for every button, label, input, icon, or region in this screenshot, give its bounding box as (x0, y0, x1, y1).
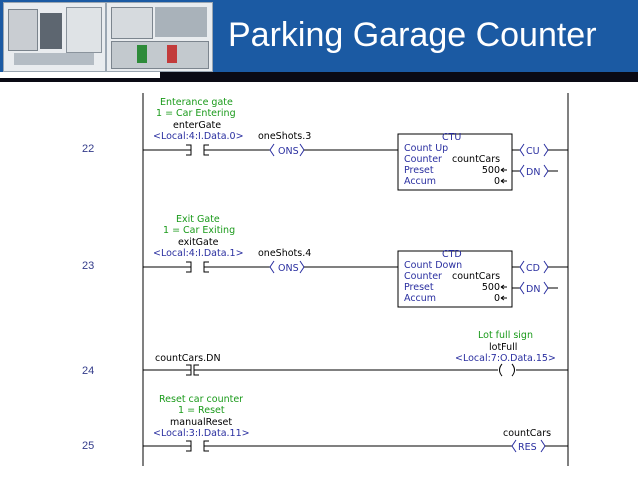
res-instruction[interactable]: RES (518, 442, 537, 453)
contact-address: <Local:3:I.Data.11> (153, 428, 250, 439)
arrow-left-icon (500, 178, 507, 184)
contact-address: <Local:4:I.Data.1> (153, 248, 244, 259)
arrow-left-icon (500, 295, 507, 301)
output-cd: CD (526, 263, 540, 274)
coil-address: <Local:7:O.Data.15> (455, 353, 556, 364)
block-name: Count Down (404, 260, 462, 271)
arrow-left-icon (500, 284, 507, 290)
counter-value[interactable]: countCars (452, 271, 500, 282)
output-coil[interactable] (511, 363, 515, 377)
output-dn: DN (526, 167, 540, 178)
ons-instruction[interactable]: ONS (278, 263, 299, 274)
plc-rack-photo (106, 2, 213, 72)
header-underline (0, 72, 638, 82)
arrow-left-icon (500, 167, 507, 173)
coil-tag[interactable]: countCars (503, 428, 551, 439)
output-dn: DN (526, 284, 540, 295)
contact-description: Exit Gate (176, 214, 220, 225)
preset-value[interactable]: 500 (482, 165, 500, 176)
block-type: CTD (442, 249, 462, 260)
rung-22[interactable]: 22 Enterance gate 1 = Car Entering enter… (82, 97, 568, 191)
contact-xic[interactable] (186, 440, 192, 452)
rung-number: 24 (82, 365, 94, 377)
contact-tag[interactable]: countCars.DN (155, 353, 221, 364)
slide-header: Parking Garage Counter (0, 0, 638, 82)
ons-tag[interactable]: oneShots.4 (258, 248, 311, 259)
block-name: Count Up (404, 143, 448, 154)
contact-description: 1 = Reset (178, 405, 225, 416)
block-type: CTU (442, 132, 461, 143)
rung-23[interactable]: 23 Exit Gate 1 = Car Exiting exitGate <L… (82, 214, 568, 308)
output-coil[interactable] (499, 363, 503, 377)
coil-tag[interactable]: lotFull (489, 342, 517, 353)
rung-25[interactable]: 25 Reset car counter 1 = Reset manualRes… (82, 394, 568, 453)
counter-value[interactable]: countCars (452, 154, 500, 165)
contact-description: 1 = Car Entering (156, 108, 236, 119)
ons-instruction[interactable]: ONS (278, 146, 299, 157)
rung-24[interactable]: 24 countCars.DN Lot full sign lotFull <L… (82, 330, 568, 377)
contact-description: Enterance gate (160, 97, 233, 108)
contact-xic[interactable] (186, 364, 192, 376)
contact-tag[interactable]: enterGate (173, 120, 221, 131)
page-title: Parking Garage Counter (228, 16, 597, 54)
counter-label: Counter (404, 154, 442, 165)
rung-number: 23 (82, 260, 94, 272)
contact-address: <Local:4:I.Data.0> (153, 131, 244, 142)
preset-label: Preset (404, 282, 434, 293)
contact-description: Reset car counter (159, 394, 243, 405)
rung-number: 25 (82, 440, 94, 452)
ons-tag[interactable]: oneShots.3 (258, 131, 311, 142)
accum-label: Accum (404, 293, 436, 304)
contact-tag[interactable]: manualReset (170, 417, 232, 428)
accum-value[interactable]: 0 (494, 176, 500, 187)
contact-xic[interactable] (186, 261, 192, 273)
accum-value[interactable]: 0 (494, 293, 500, 304)
contact-tag[interactable]: exitGate (178, 237, 219, 248)
header-notch (0, 72, 160, 78)
accum-label: Accum (404, 176, 436, 187)
contact-description: 1 = Car Exiting (163, 225, 235, 236)
preset-label: Preset (404, 165, 434, 176)
coil-description: Lot full sign (478, 330, 533, 341)
counter-label: Counter (404, 271, 442, 282)
ctu-block[interactable] (397, 133, 513, 191)
contact-xic[interactable] (186, 144, 192, 156)
ctd-block[interactable] (397, 250, 513, 308)
preset-value[interactable]: 500 (482, 282, 500, 293)
output-cu: CU (526, 146, 540, 157)
plc-hardware-photo (3, 2, 106, 72)
rung-number: 22 (82, 143, 94, 155)
